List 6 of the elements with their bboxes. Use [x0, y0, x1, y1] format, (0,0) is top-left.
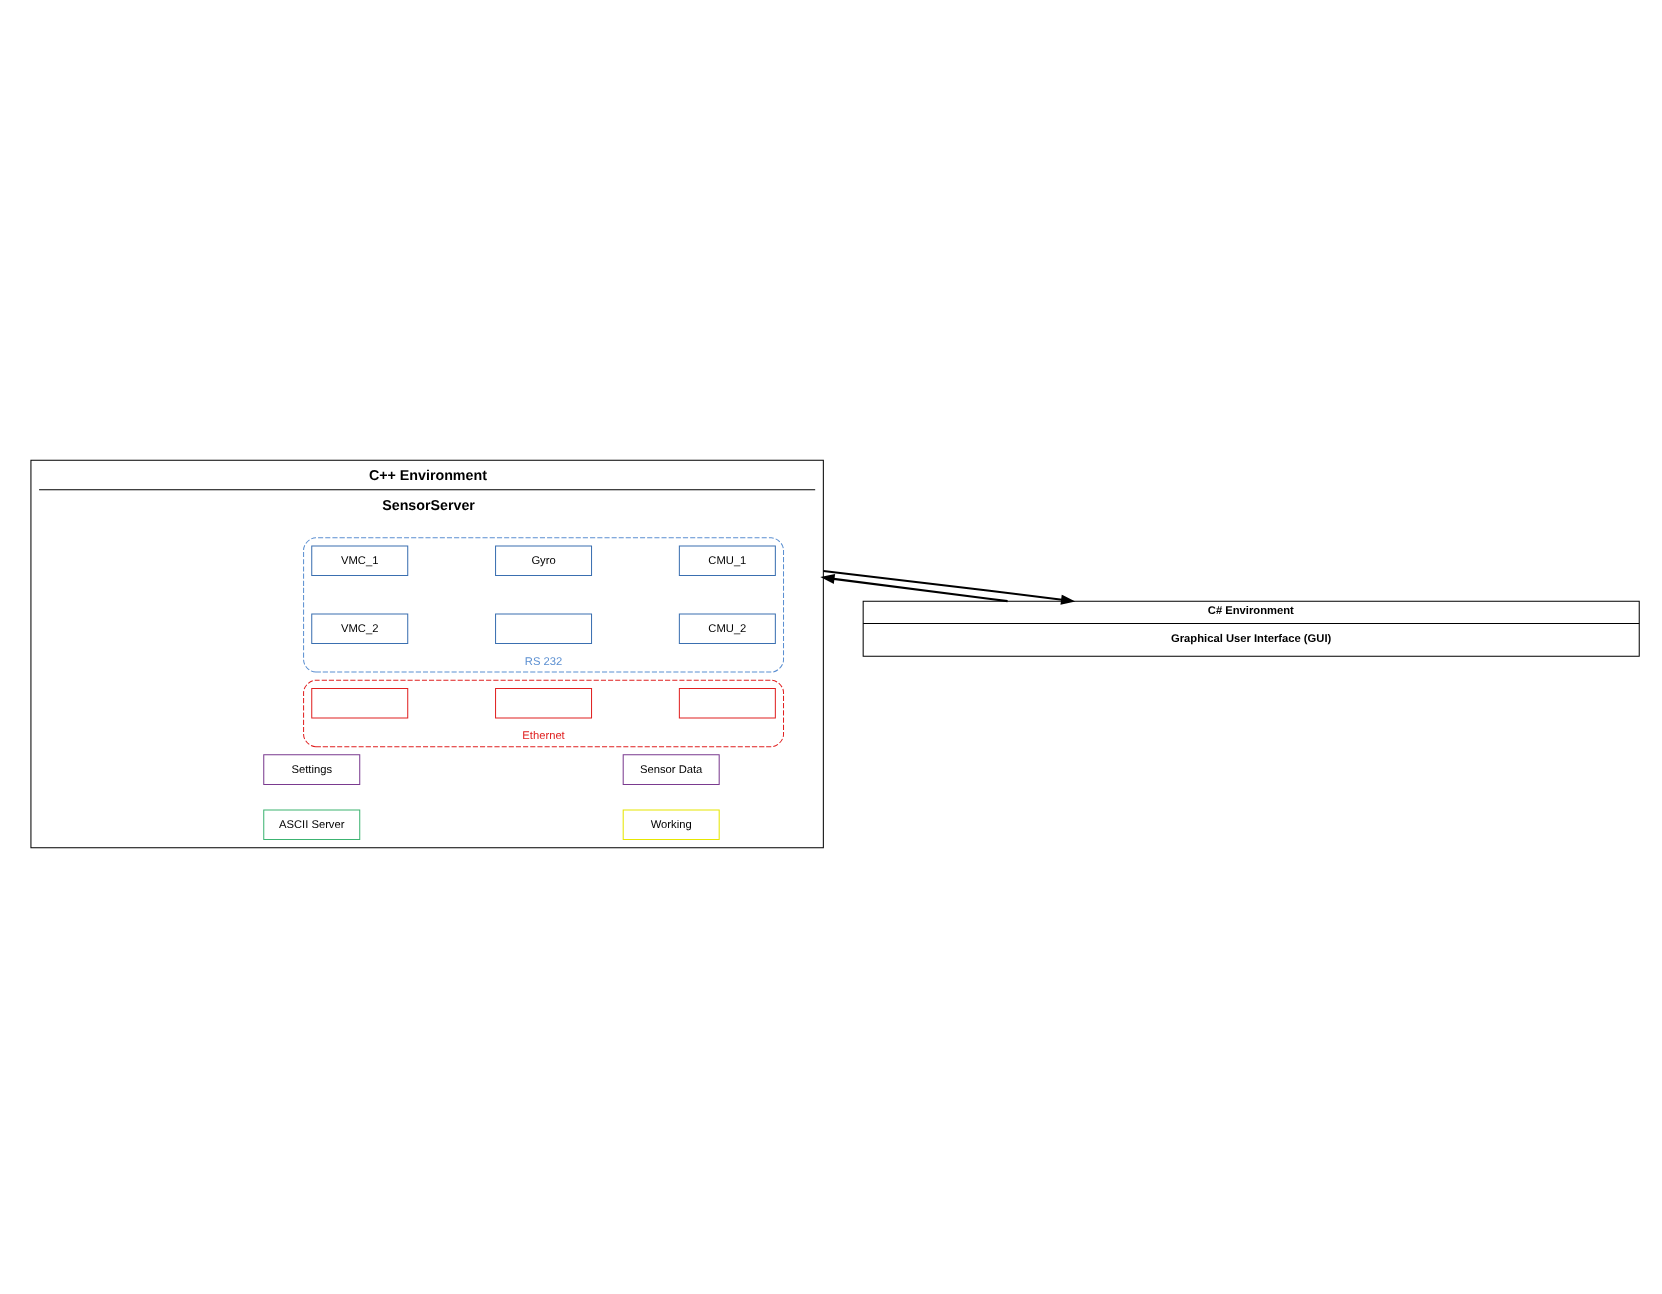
arrow — [820, 574, 1008, 603]
node-box — [495, 613, 593, 645]
node-box — [678, 687, 776, 719]
node-box — [495, 687, 593, 719]
node-box — [311, 687, 409, 719]
arrow — [823, 569, 1076, 605]
